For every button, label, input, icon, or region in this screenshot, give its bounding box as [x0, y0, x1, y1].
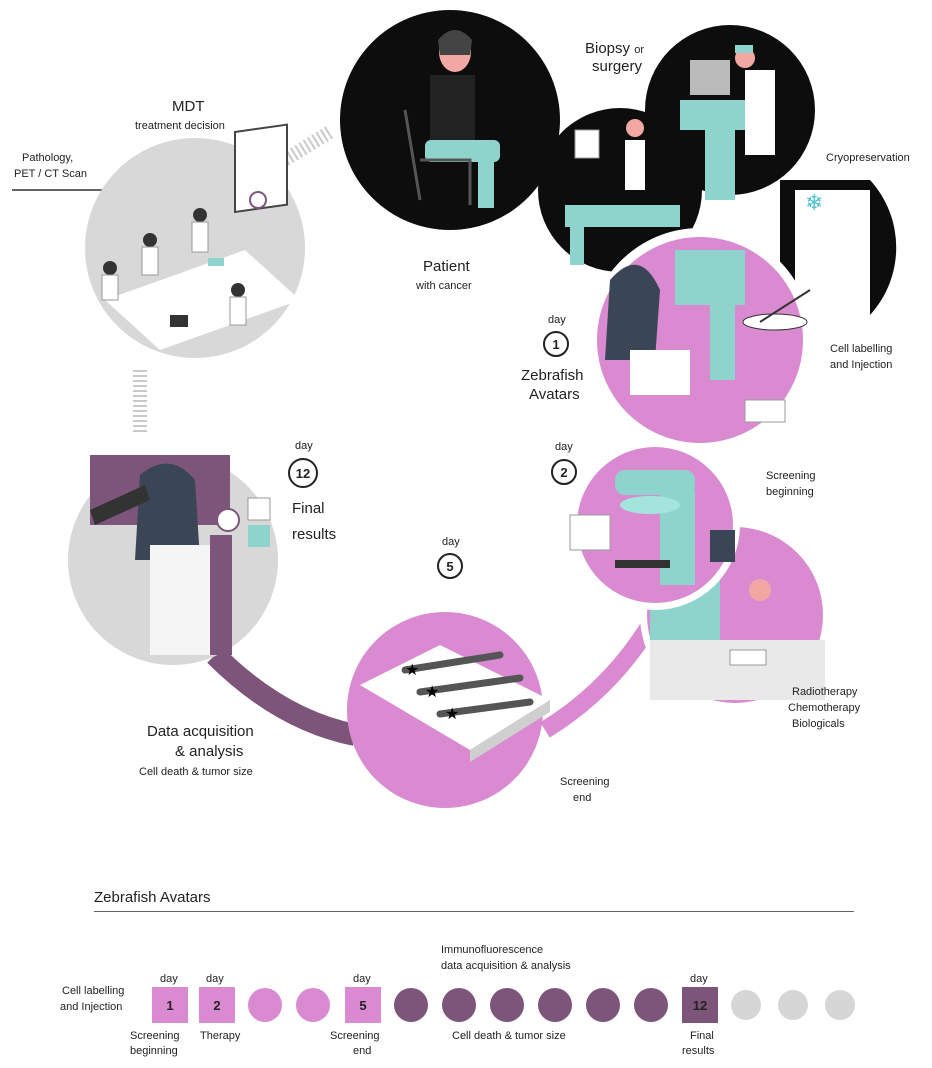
- tl-day2-box: 2: [199, 987, 235, 1023]
- screening-begin-line2: beginning: [766, 486, 814, 498]
- star-icon: ★: [445, 704, 459, 723]
- tl-day5-box: 5: [345, 987, 381, 1023]
- day2-badge: 2: [551, 459, 577, 485]
- star-icon: ★: [425, 682, 439, 701]
- screening-end-line2: end: [573, 792, 592, 804]
- therapy-line3: Biologicals: [792, 718, 845, 730]
- injection-circle: [588, 228, 812, 452]
- day5-circle: ★ ★ ★: [347, 612, 550, 808]
- patient-subtitle: with cancer: [416, 280, 472, 292]
- analysis-line1: Data acquisition: [147, 723, 254, 740]
- day5-day: day: [442, 536, 460, 548]
- immuno-line1: Immunofluorescence: [441, 944, 544, 956]
- tl-day12-word: day: [690, 973, 708, 985]
- screening-begin-line1: Screening: [766, 470, 816, 482]
- tl-dot-day10: [586, 988, 620, 1022]
- tl-day5-word: day: [353, 973, 371, 985]
- connector-arc-left: [207, 647, 358, 746]
- surgery-label: surgery: [592, 58, 643, 75]
- day12-line1: Final: [292, 500, 325, 517]
- day1-line1: Zebrafish: [521, 367, 584, 384]
- tl-day1-box: 1: [152, 987, 188, 1023]
- tl-cell-death: Cell death & tumor size: [452, 1030, 566, 1042]
- analysis-circle: [68, 455, 278, 665]
- day1-line2: Avatars: [529, 386, 580, 403]
- tl-dot-day8: [490, 988, 524, 1022]
- day2-day: day: [555, 441, 573, 453]
- tl-day1-word: day: [160, 973, 178, 985]
- mdt-title: MDT: [172, 98, 205, 115]
- tl-dot-day6: [394, 988, 428, 1022]
- timeline-title: Zebrafish Avatars: [94, 889, 211, 906]
- day1-day: day: [548, 314, 566, 326]
- snowflake-icon: ❄: [805, 191, 823, 216]
- timeline-left-line1: Cell labelling: [62, 985, 125, 997]
- tl-dot-day14: [778, 990, 808, 1020]
- inputs-line1: Pathology,: [22, 152, 74, 164]
- injection-line1: Cell labelling: [830, 343, 893, 355]
- tl-fr-line1: Final: [690, 1030, 714, 1042]
- screening-end-line1: Screening: [560, 776, 610, 788]
- tl-therapy: Therapy: [200, 1030, 241, 1042]
- day12-day: day: [295, 440, 313, 452]
- immuno-line2: data acquisition & analysis: [441, 960, 571, 972]
- patient-title: Patient: [423, 258, 470, 275]
- inputs-line2: PET / CT Scan: [14, 168, 87, 180]
- surgery-circle: [645, 25, 815, 200]
- analysis-line3: Cell death & tumor size: [139, 766, 253, 778]
- tl-dot-day13: [731, 990, 761, 1020]
- therapy-line1: Radiotherapy: [792, 686, 858, 698]
- day1-badge: 1: [543, 331, 569, 357]
- therapy-line2: Chemotherapy: [788, 702, 861, 714]
- screening-circle: [569, 440, 740, 610]
- day12-line2: results: [292, 526, 337, 543]
- tl-dot-day15: [825, 990, 855, 1020]
- injection-line2: and Injection: [830, 359, 893, 371]
- tl-sb-line1: Screening: [130, 1030, 180, 1042]
- dashed-connector-top: [264, 126, 334, 176]
- tl-fr-line2: results: [682, 1045, 715, 1057]
- tl-se-line2: end: [353, 1045, 372, 1057]
- cryo-panel: ❄: [780, 180, 897, 315]
- tl-day2-word: day: [206, 973, 224, 985]
- day12-badge: 12: [288, 458, 318, 488]
- biopsy-label: Biopsy or: [585, 40, 644, 57]
- connector-arc-right: [540, 620, 658, 738]
- tl-sb-line2: beginning: [130, 1045, 178, 1057]
- mdt-subtitle: treatment decision: [135, 120, 225, 132]
- tl-dot-day3: [248, 988, 282, 1022]
- day5-badge: 5: [437, 553, 463, 579]
- tl-dot-day7: [442, 988, 476, 1022]
- tl-day12-box: 12: [682, 987, 718, 1023]
- analysis-line2: & analysis: [175, 743, 244, 760]
- tl-dot-day11: [634, 988, 668, 1022]
- patient-circle: [340, 10, 560, 230]
- tl-se-line1: Screening: [330, 1030, 380, 1042]
- tl-dot-day9: [538, 988, 572, 1022]
- tl-dot-day4: [296, 988, 330, 1022]
- mdt-circle: [85, 123, 305, 358]
- star-icon: ★: [405, 660, 419, 679]
- cryo-label: Cryopreservation: [826, 152, 910, 164]
- timeline-left-line2: and Injection: [60, 1001, 123, 1013]
- timeline-divider: [94, 911, 854, 912]
